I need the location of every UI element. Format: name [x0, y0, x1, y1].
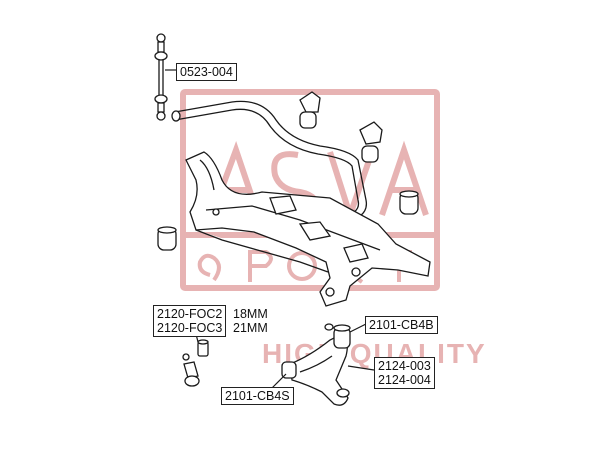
control-arm: [281, 323, 351, 406]
label-control-arm: 2124-003 2124-004: [374, 357, 435, 389]
subframe: [185, 151, 431, 307]
leader-lines: [271, 323, 375, 389]
label-stabilizer-link: 0523-004: [176, 63, 237, 81]
label-size-21: 21MM: [233, 321, 268, 335]
ball-joint: [182, 339, 209, 387]
stabilizer-bar: [171, 100, 368, 217]
stabilizer-link: [154, 33, 168, 121]
bar-bushings: [157, 91, 419, 251]
label-size-18: 18MM: [233, 307, 268, 321]
label-front-bushing: 2101-CB4B: [365, 316, 438, 334]
label-rear-bushing: 2101-CB4S: [221, 387, 294, 405]
label-ball-joint: 2120-FOC2 2120-FOC3: [153, 305, 227, 337]
